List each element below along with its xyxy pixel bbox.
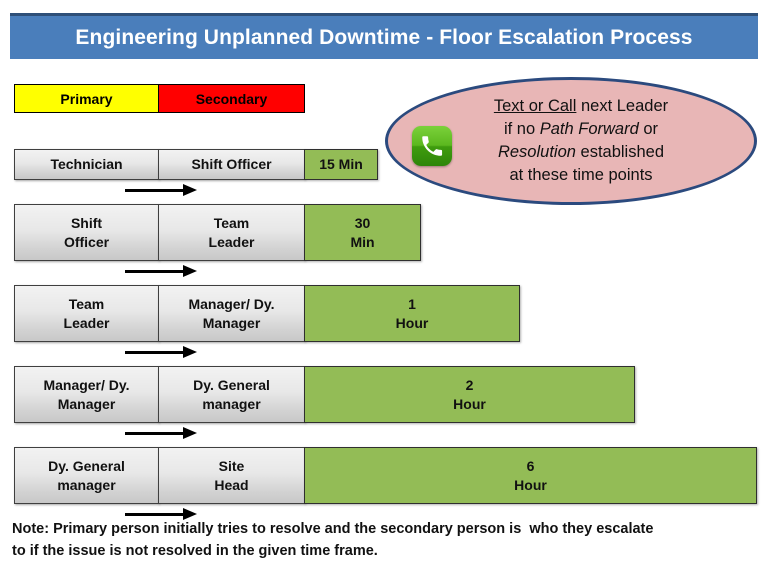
row-5-secondary-line2: Head <box>214 476 249 493</box>
row-3-secondary-line1: Manager/ Dy. <box>188 295 275 312</box>
row-5-primary-person: Dy. General manager <box>14 447 159 504</box>
row-4-secondary-line1: Dy. General <box>193 376 270 393</box>
arrow-shaft <box>125 270 185 273</box>
callout-line2-italic: Path Forward <box>539 120 639 139</box>
footer-note-line-2: to if the issue is not resolved in the g… <box>12 543 378 560</box>
row-3-primary-person: Team Leader <box>14 285 159 342</box>
escalation-arrow-5-icon <box>125 508 199 520</box>
row-2-time-line1: 30 <box>354 214 371 231</box>
row-5-secondary-person: Site Head <box>158 447 305 504</box>
escalation-arrow-1-icon <box>125 184 199 196</box>
callout-line2-pre: if no <box>503 120 540 139</box>
row-1-time: 15 Min <box>304 149 378 180</box>
escalation-row-2: Shift Officer Team Leader 30 Min <box>14 204 421 261</box>
row-2-primary-person: Shift Officer <box>14 204 159 261</box>
callout-bubble: Text or Call next Leader if no Path Forw… <box>385 77 757 205</box>
row-3-primary-line1: Team <box>68 295 105 312</box>
legend-primary: Primary <box>14 84 159 113</box>
callout-line1-rest: next Leader <box>576 97 669 116</box>
arrow-shaft <box>125 189 185 192</box>
phone-icon <box>412 126 452 166</box>
escalation-arrow-2-icon <box>125 265 199 277</box>
row-4-primary-line1: Manager/ Dy. <box>43 376 130 393</box>
row-5-time-line1: 6 <box>526 457 535 474</box>
arrow-head <box>183 346 197 358</box>
page-title-banner: Engineering Unplanned Downtime - Floor E… <box>10 13 758 59</box>
legend-secondary: Secondary <box>158 84 305 113</box>
arrow-head <box>183 184 197 196</box>
arrow-shaft <box>125 513 185 516</box>
footer-note-line-1: Note: Primary person initially tries to … <box>12 521 654 537</box>
row-4-primary-person: Manager/ Dy. Manager <box>14 366 159 423</box>
arrow-shaft <box>125 432 185 435</box>
footer-note: Note: Primary person initially tries to … <box>12 518 764 563</box>
row-4-time-line1: 2 <box>465 376 474 393</box>
row-2-secondary-line2: Leader <box>208 233 255 250</box>
arrow-shaft <box>125 351 185 354</box>
row-3-primary-line2: Leader <box>63 314 110 331</box>
row-3-secondary-line2: Manager <box>202 314 261 331</box>
page-title: Engineering Unplanned Downtime - Floor E… <box>75 25 693 49</box>
escalation-arrow-4-icon <box>125 427 199 439</box>
callout-line3-post: established <box>575 143 664 161</box>
arrow-head <box>183 508 197 520</box>
row-2-secondary-line1: Team <box>213 214 250 231</box>
row-4-time-line2: Hour <box>453 395 486 412</box>
row-4-secondary-person: Dy. General manager <box>158 366 305 423</box>
row-4-time: 2 Hour <box>304 366 635 423</box>
row-3-time-line2: Hour <box>395 314 429 331</box>
row-5-time: 6 Hour <box>304 447 757 504</box>
escalation-row-3: Team Leader Manager/ Dy. Manager 1 Hour <box>14 285 520 342</box>
row-2-primary-line1: Shift <box>70 214 103 231</box>
row-2-time-line2: Min <box>350 233 375 250</box>
row-5-secondary-line1: Site <box>218 457 245 474</box>
row-1-secondary-person: Shift Officer <box>158 149 305 180</box>
callout-line2-post: or <box>638 120 659 139</box>
callout-text: Text or Call next Leader if no Path Forw… <box>468 95 674 186</box>
callout-line3-italic: Resolution <box>497 143 576 161</box>
callout-line4: at these time points <box>509 165 653 184</box>
legend: Primary Secondary <box>14 84 305 113</box>
arrow-head <box>183 427 197 439</box>
row-4-primary-line2: Manager <box>57 395 116 412</box>
row-3-time-line1: 1 <box>408 295 416 312</box>
escalation-row-4: Manager/ Dy. Manager Dy. General manager… <box>14 366 635 423</box>
arrow-head <box>183 265 197 277</box>
row-5-time-line2: Hour <box>514 476 547 493</box>
escalation-row-1: Technician Shift Officer 15 Min <box>14 149 378 180</box>
row-2-secondary-person: Team Leader <box>158 204 305 261</box>
row-5-primary-line2: manager <box>57 476 116 493</box>
row-2-time: 30 Min <box>304 204 421 261</box>
callout-line1-underlined: Text or Call <box>493 97 577 116</box>
escalation-arrow-3-icon <box>125 346 199 358</box>
row-5-primary-line1: Dy. General <box>48 457 125 474</box>
row-3-time: 1 Hour <box>304 285 520 342</box>
row-2-primary-line2: Officer <box>63 233 110 250</box>
escalation-row-5: Dy. General manager Site Head 6 Hour <box>14 447 757 504</box>
row-4-secondary-line2: manager <box>202 395 261 412</box>
row-1-primary-person: Technician <box>14 149 159 180</box>
row-3-secondary-person: Manager/ Dy. Manager <box>158 285 305 342</box>
